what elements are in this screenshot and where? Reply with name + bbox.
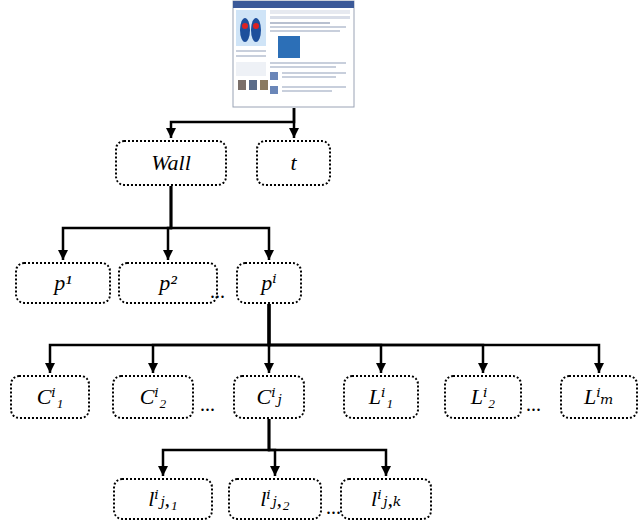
tree-connector bbox=[50, 304, 269, 373]
node-label: Cⁱⱼ bbox=[257, 385, 282, 409]
dotted-box: Cⁱ₁ bbox=[10, 375, 90, 419]
node-label: lⁱⱼ,ₖ bbox=[371, 487, 401, 511]
dotted-box: lⁱⱼ,₁ bbox=[113, 478, 213, 520]
tree-connector bbox=[269, 304, 381, 373]
node-label: lⁱⱼ,₁ bbox=[148, 487, 178, 511]
tree-connector bbox=[171, 186, 269, 260]
node-label: Lⁱ₂ bbox=[471, 385, 495, 409]
node-label: t bbox=[290, 151, 296, 175]
node-label: Cⁱ₂ bbox=[140, 385, 167, 409]
ellipsis: ... bbox=[526, 393, 541, 416]
dotted-box: lⁱⱼ,ₖ bbox=[340, 478, 432, 520]
node-label: Wall bbox=[151, 151, 191, 175]
dotted-box: Lⁱ₂ bbox=[444, 375, 522, 419]
tree-connector bbox=[269, 304, 483, 373]
node-label: Lⁱₘ bbox=[584, 385, 614, 409]
tree-connector bbox=[163, 419, 269, 476]
dotted-box: lⁱⱼ,₂ bbox=[228, 478, 322, 520]
dotted-box: Lⁱₘ bbox=[560, 375, 638, 419]
dotted-box: Lⁱ₁ bbox=[343, 375, 419, 419]
node-label: pⁱ bbox=[261, 271, 276, 295]
ellipsis: ... bbox=[210, 280, 225, 303]
tree-connector bbox=[153, 304, 269, 373]
dotted-box: p¹ bbox=[15, 262, 111, 304]
dotted-box: pⁱ bbox=[236, 262, 302, 304]
node-label: p¹ bbox=[54, 271, 72, 295]
node-label: Lⁱ₁ bbox=[369, 385, 393, 409]
node-label: p² bbox=[159, 271, 177, 295]
dotted-box: Wall bbox=[115, 140, 227, 186]
tree-connector bbox=[269, 419, 386, 476]
tree-connector bbox=[63, 186, 171, 260]
tree-connector bbox=[269, 304, 599, 373]
node-label: Cⁱ₁ bbox=[37, 385, 64, 409]
ellipsis: ... bbox=[326, 496, 341, 519]
dotted-box: p² bbox=[118, 262, 218, 304]
dotted-box: Cⁱⱼ bbox=[233, 375, 305, 419]
node-label: lⁱⱼ,₂ bbox=[260, 487, 290, 511]
dotted-box: t bbox=[256, 140, 331, 186]
ellipsis: ... bbox=[200, 393, 215, 416]
dotted-box: Cⁱ₂ bbox=[112, 375, 194, 419]
